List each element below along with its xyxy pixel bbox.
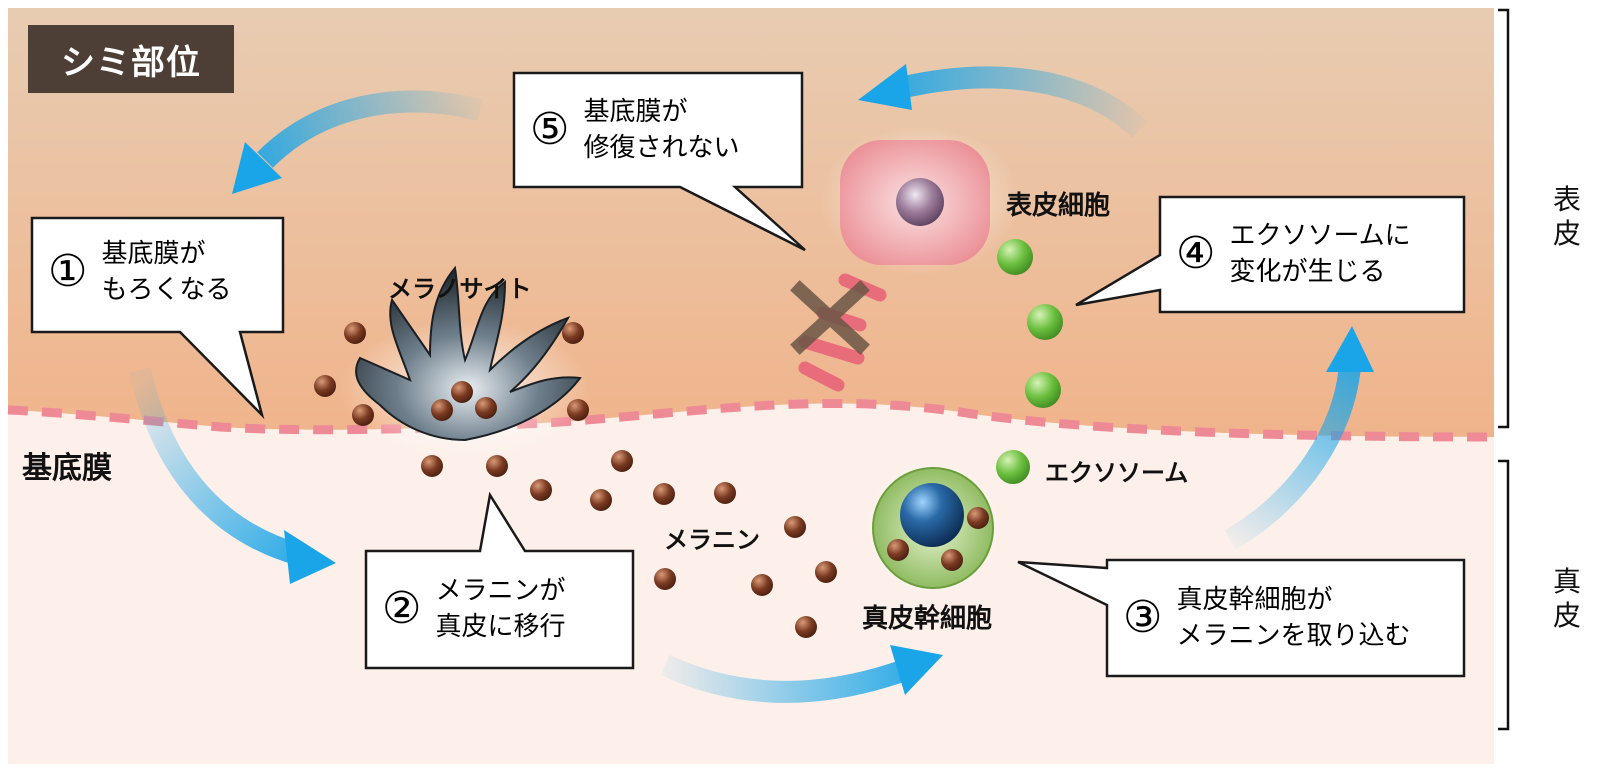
melanin-granule xyxy=(562,322,584,344)
melanin-granule xyxy=(815,561,837,583)
melanin-granule xyxy=(795,616,817,638)
basement-membrane-label: 基底膜 xyxy=(22,451,112,486)
melanin-granule xyxy=(530,479,552,501)
epidermal-cell-label: 表皮細胞 xyxy=(1006,191,1111,221)
melanin-granule xyxy=(451,381,473,403)
melanin-granule xyxy=(475,397,497,419)
step-1-line-1: 基底膜が xyxy=(101,239,206,269)
melanin-granule xyxy=(653,483,675,505)
epidermal-cell xyxy=(820,125,1020,275)
arrow-1-to-2 xyxy=(129,367,336,584)
callout-4-box xyxy=(1075,195,1466,314)
melanin-granule xyxy=(352,404,374,426)
region-tag: シミ部位 xyxy=(28,25,234,93)
melanin-granule xyxy=(714,482,736,504)
callout-3-box xyxy=(1017,558,1466,678)
step-2-line-1: メラニンが xyxy=(435,576,566,606)
arrow-3-to-4 xyxy=(1224,326,1374,550)
melanin-granule xyxy=(784,516,806,538)
dermal-stem-cell-label: 真皮幹細胞 xyxy=(862,604,993,634)
step-3-line-2: メラニンを取り込む xyxy=(1176,621,1411,651)
exosome xyxy=(997,239,1033,275)
melanin-granule xyxy=(431,399,453,421)
melanin-granule xyxy=(654,568,676,590)
melanin-granule xyxy=(486,455,508,477)
basement-membrane-line xyxy=(7,398,1495,442)
step-2-line-2: 真皮に移行 xyxy=(435,612,566,642)
melanocyte-label: メラノサイト xyxy=(388,275,532,303)
callout-5: ⑤ 基底膜が 修復されない xyxy=(530,94,739,166)
arrow-4-to-5 xyxy=(858,64,1148,138)
melanin-granule xyxy=(314,375,336,397)
melanin-granule xyxy=(344,322,366,344)
callout-2: ② メラニンが 真皮に移行 xyxy=(382,573,565,645)
exosomes xyxy=(996,239,1063,484)
step-4-line-1: エクソソームに xyxy=(1229,221,1411,251)
epidermis-layer-label: 表皮 xyxy=(1552,183,1581,250)
exosome-label: エクソソーム xyxy=(1045,459,1189,487)
callout-3: ③ 真皮幹細胞が メラニンを取り込む xyxy=(1123,582,1410,654)
step-4-number: ④ xyxy=(1176,228,1216,279)
melanin-granule xyxy=(751,574,773,596)
layer-brackets xyxy=(1498,8,1510,731)
melanin-granule xyxy=(567,399,589,421)
arrow-5-to-1 xyxy=(232,90,483,194)
callout-5-box xyxy=(512,71,806,252)
arrow-2-to-3 xyxy=(660,645,943,703)
dermis-layer-label: 真皮 xyxy=(1552,565,1581,632)
step-3-number: ③ xyxy=(1123,592,1163,643)
exosome xyxy=(1025,372,1061,408)
melanin-granule xyxy=(590,489,612,511)
callout-1: ① 基底膜が もろくなる xyxy=(48,236,231,308)
melanin-granule xyxy=(421,455,443,477)
step-5-number: ⑤ xyxy=(530,104,570,155)
dermal-stem-cell xyxy=(865,460,1001,596)
callout-1-box xyxy=(30,216,285,420)
exosome xyxy=(996,450,1030,484)
step-3-line-1: 真皮幹細胞が xyxy=(1176,585,1333,615)
step-1-number: ① xyxy=(48,246,88,297)
callout-4: ④ エクソソームに 変化が生じる xyxy=(1176,218,1411,290)
exosome xyxy=(1027,304,1063,340)
step-5-line-1: 基底膜が xyxy=(583,97,688,127)
step-1-line-2: もろくなる xyxy=(101,275,232,305)
step-4-line-2: 変化が生じる xyxy=(1229,257,1386,287)
melanin-label: メラニン xyxy=(664,526,760,554)
cross-mark-icon xyxy=(790,280,870,355)
step-2-number: ② xyxy=(382,583,422,634)
callout-2-box xyxy=(364,491,635,670)
melanin-granules xyxy=(314,322,837,638)
step-5-line-2: 修復されない xyxy=(583,133,740,163)
melanin-granule xyxy=(611,450,633,472)
